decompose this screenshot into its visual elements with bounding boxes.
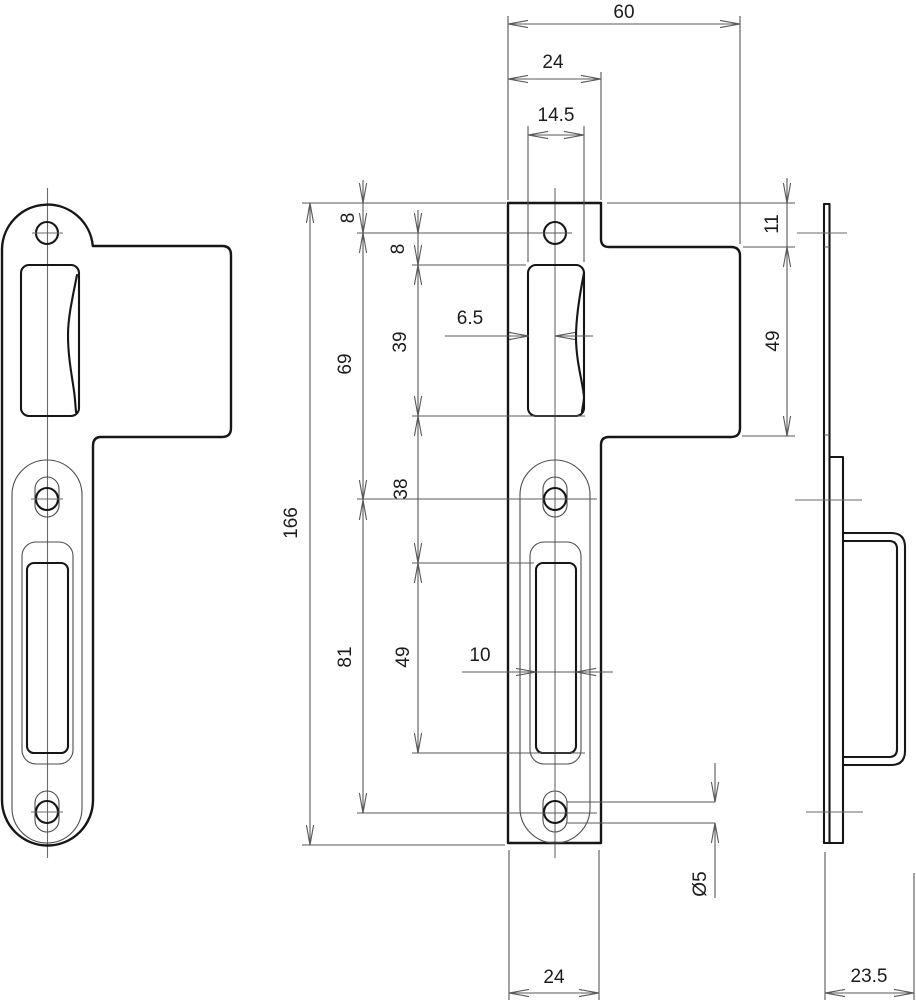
front-deadbolt-recess — [529, 541, 582, 765]
horizontal-extension-lines — [302, 202, 795, 846]
dim-cutout-gap-label: 38 — [391, 478, 412, 499]
side-deadbolt-box-inner — [841, 539, 899, 759]
arrowhead — [782, 246, 792, 268]
left-deadbolt-recess — [21, 541, 74, 765]
top-extension-lines — [507, 16, 741, 262]
dim-hole-diameter-label: Ø5 — [690, 871, 711, 896]
arrowhead — [710, 781, 720, 803]
arrowhead — [358, 792, 368, 814]
dim-strip-width-bottom-label: 24 — [543, 967, 565, 988]
left-latch-lip-edge — [66, 273, 79, 414]
view-side-plate — [795, 202, 907, 845]
arrowhead — [563, 130, 585, 140]
arrowhead — [358, 499, 368, 521]
front-deadbolt-cutout — [534, 561, 578, 755]
dim-strip-width-top-label: 24 — [542, 52, 564, 73]
arrowhead — [305, 202, 315, 224]
dimension-labels: 60 24 14.5 6.5 10 24 23.5 8 8 69 39 166 … — [281, 2, 887, 988]
front-recess-outline — [519, 459, 591, 844]
view-front-plate — [506, 188, 742, 858]
extension-lines — [302, 16, 915, 1000]
left-latch-cutout — [19, 263, 81, 418]
arrowhead — [508, 331, 530, 341]
arrowhead — [580, 74, 602, 84]
left-outline — [0, 203, 233, 847]
front-latch-lip-edge — [574, 271, 586, 415]
side-recess-layer — [822, 455, 845, 845]
arrowhead — [413, 415, 423, 437]
dim-side-depth-label: 23.5 — [851, 966, 888, 987]
arrowhead — [358, 182, 368, 204]
dim-overall-length-label: 166 — [281, 507, 302, 539]
left-slot-middle — [34, 476, 60, 518]
arrowhead — [515, 667, 537, 677]
view-left-plate — [0, 188, 233, 858]
dim-flange-height-label: 49 — [763, 330, 784, 351]
arrowhead — [413, 732, 423, 754]
dimension-arrowheads — [305, 19, 915, 998]
arrowhead — [575, 667, 597, 677]
arrowhead — [508, 988, 530, 998]
left-deadbolt-cutout — [25, 561, 70, 755]
dim-overall-width-label: 60 — [613, 2, 634, 23]
dimension-lines — [305, 19, 915, 998]
arrowhead — [710, 822, 720, 844]
dim-flange-top-offset-label: 11 — [762, 214, 783, 234]
arrowhead — [527, 130, 549, 140]
arrowhead — [554, 331, 576, 341]
arrowhead — [782, 415, 792, 437]
front-outline — [506, 201, 742, 845]
dim-deadbolt-cutout-length-label: 49 — [393, 646, 414, 667]
dim-hole-spacing-upper-label: 69 — [335, 353, 356, 374]
arrowhead — [507, 74, 529, 84]
arrowhead — [413, 264, 423, 286]
front-screw-hole-bottom — [542, 799, 568, 825]
bottom-extension-lines — [508, 850, 915, 1000]
left-recess-outline — [11, 459, 83, 844]
dim-hole-top-offset-label: 8 — [338, 213, 359, 224]
dim-latch-cutout-length-label: 39 — [390, 331, 411, 352]
arrowhead — [305, 824, 315, 846]
dim-hole-spacing-lower-label: 81 — [335, 646, 356, 667]
side-deadbolt-box-outer — [841, 531, 907, 767]
arrowhead — [824, 988, 846, 998]
dim-deadbolt-cutout-width-label: 10 — [469, 645, 490, 666]
arrowhead — [358, 232, 368, 254]
front-slot-middle — [542, 476, 568, 518]
arrowhead — [413, 212, 423, 234]
arrowhead — [578, 988, 600, 998]
arrowhead — [507, 19, 529, 29]
side-plate-edge — [822, 202, 831, 845]
arrowhead — [782, 182, 792, 204]
side-bend-lines — [824, 246, 830, 436]
arrowhead — [413, 562, 423, 584]
dim-latch-cutout-top-offset-label: 8 — [388, 244, 409, 255]
dim-latch-cutout-width-label: 14.5 — [538, 105, 575, 126]
side-hole-centerlines — [795, 232, 863, 813]
arrowhead — [719, 19, 741, 29]
dim-latch-lip-offset-label: 6.5 — [457, 308, 483, 329]
arrowhead — [893, 988, 915, 998]
